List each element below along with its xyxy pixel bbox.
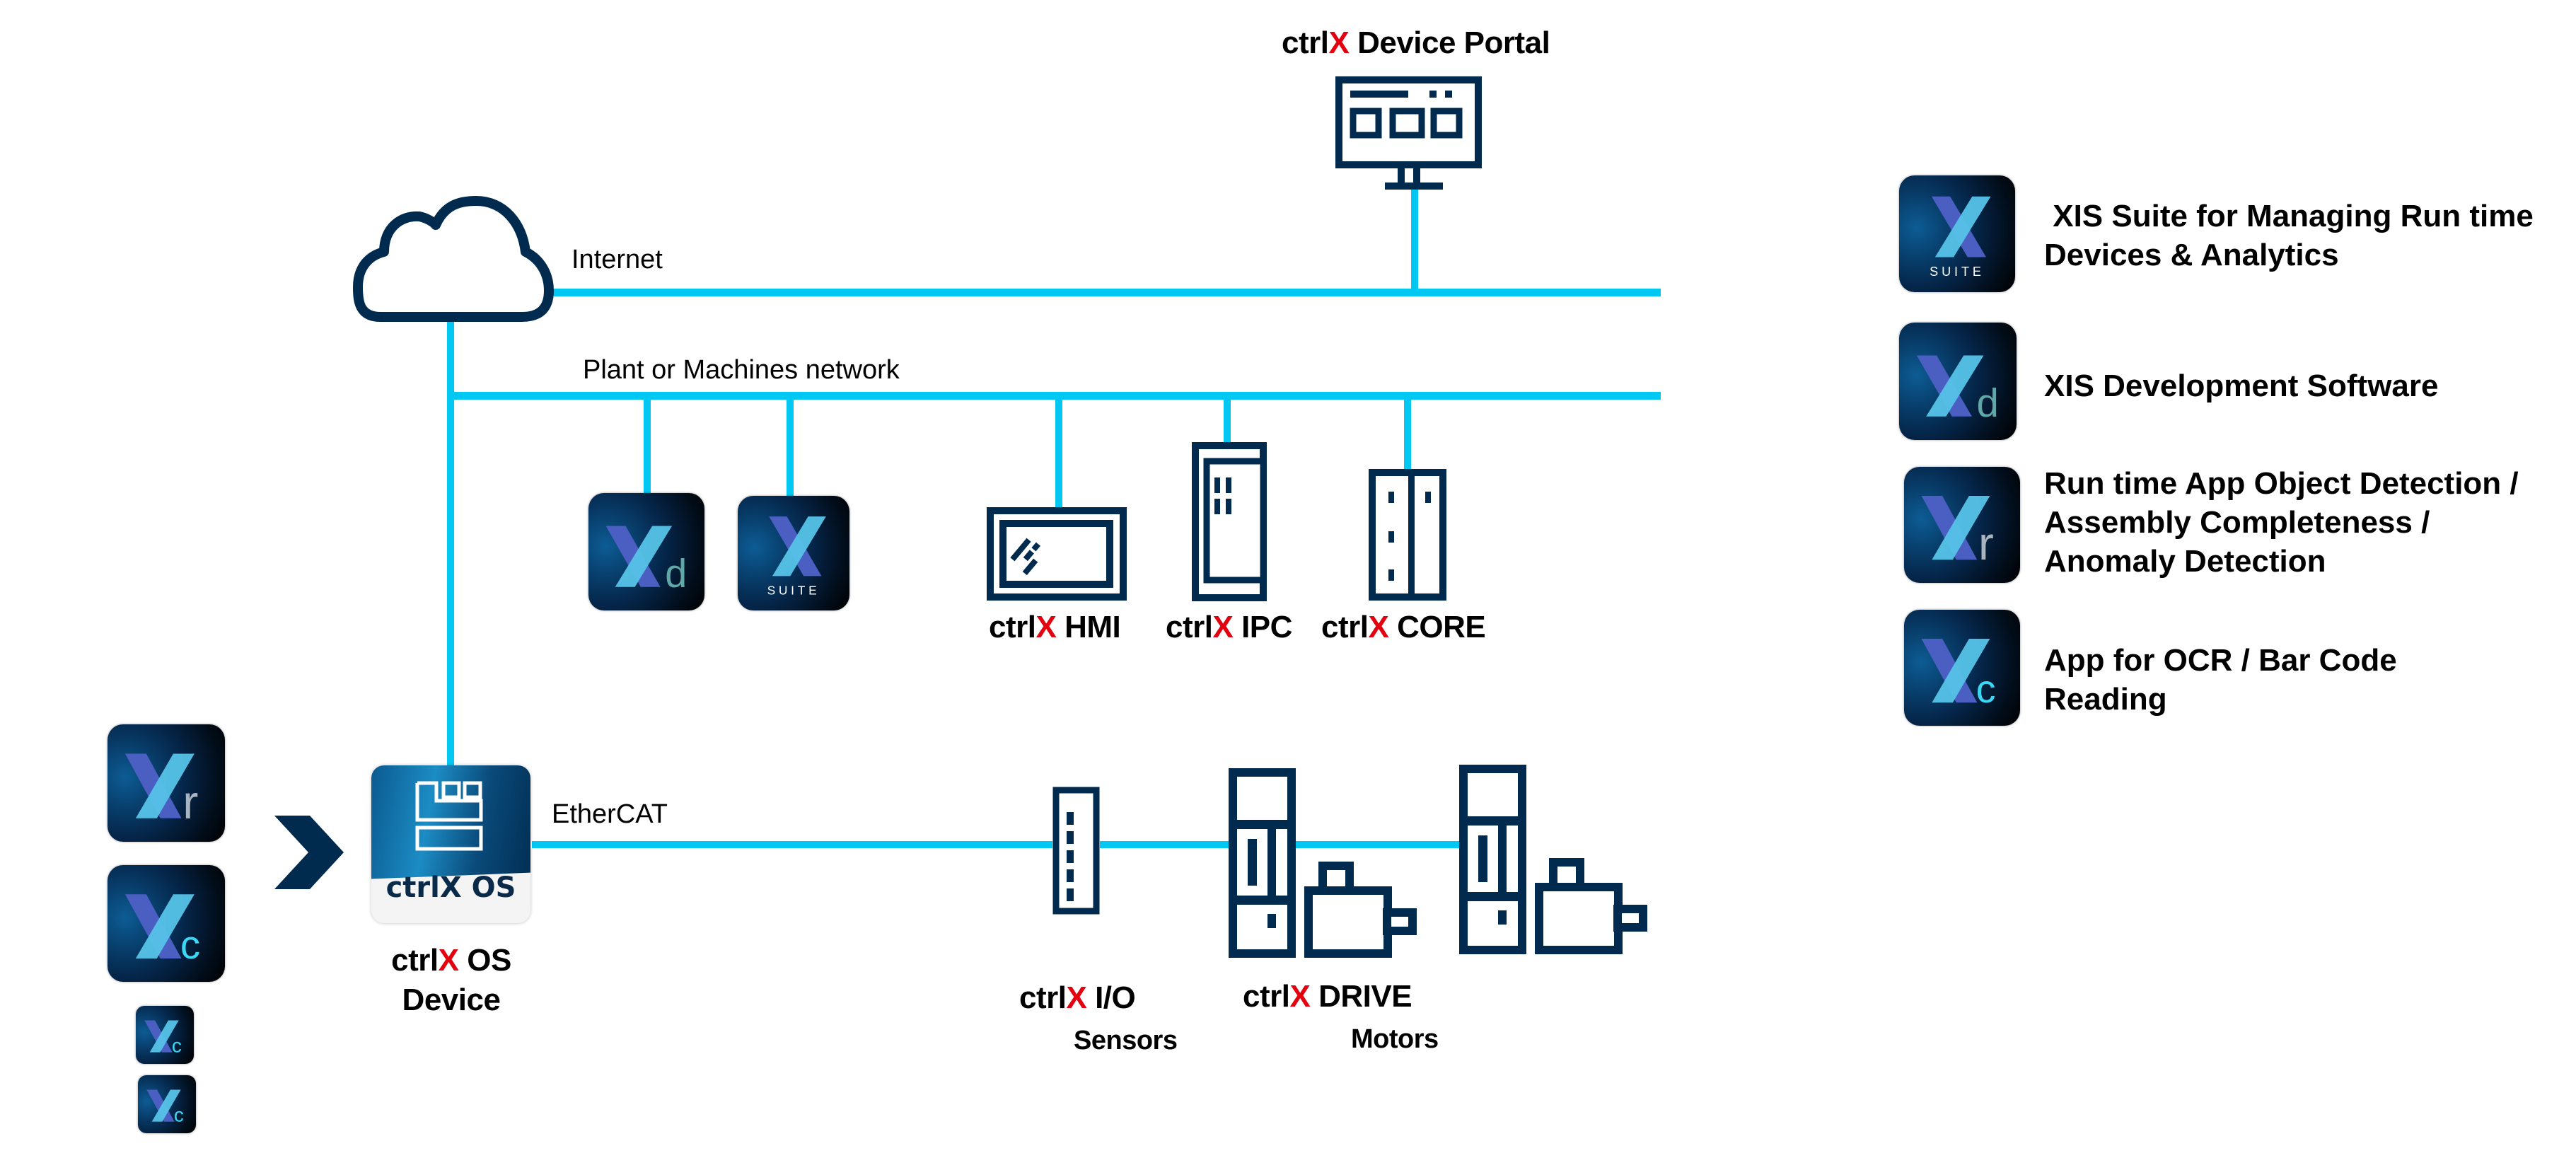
motor-icon-2[interactable] bbox=[1535, 858, 1648, 954]
legend-xd-icon: d bbox=[1899, 323, 2017, 440]
legend-xr-icon: r bbox=[1904, 467, 2020, 583]
svg-text:SUITE: SUITE bbox=[1930, 265, 1985, 279]
portal-drop-line bbox=[1411, 189, 1418, 292]
plant-network-line bbox=[451, 392, 1661, 400]
internet-label: Internet bbox=[572, 245, 663, 274]
ctrlx-os-logo-icon bbox=[415, 781, 483, 851]
xr-app-tile-left[interactable]: r bbox=[108, 724, 225, 842]
legend-suite-text: XIS Suite for Managing Run time Devices … bbox=[2044, 199, 2534, 272]
svg-text:c: c bbox=[1976, 667, 1996, 711]
core-drop-line bbox=[1404, 396, 1411, 474]
legend-xc-icon: c bbox=[1904, 610, 2020, 726]
xd-drop-line bbox=[644, 396, 651, 494]
suite-logo-icon: SUITE bbox=[1930, 196, 1991, 279]
legend-xr-text: Run time App Object Detection / Assembly… bbox=[2044, 466, 2519, 579]
svg-text:c: c bbox=[180, 922, 200, 967]
ctrlx-io-device-icon[interactable] bbox=[1052, 787, 1101, 915]
legend-xc-text: App for OCR / Bar Code Reading bbox=[2044, 643, 2397, 717]
plant-network-label: Plant or Machines network bbox=[583, 355, 900, 385]
xc-logo-icon: c bbox=[124, 894, 200, 967]
xc-logo-icon-small: c bbox=[146, 1089, 184, 1126]
ctrlx-ipc-label: ctrlX IPC bbox=[1166, 610, 1292, 644]
ethercat-line-1 bbox=[532, 841, 1052, 848]
xc-logo-icon: c bbox=[1921, 639, 1996, 711]
svg-text:d: d bbox=[1977, 381, 1999, 425]
motor-icon-1[interactable] bbox=[1304, 862, 1417, 958]
legend-suite-icon: SUITE bbox=[1899, 175, 2015, 292]
device-portal-title: ctrlX Device Portal bbox=[1282, 25, 1550, 60]
xc-app-tile-left[interactable]: c bbox=[108, 865, 225, 982]
ctrlx-core-label: ctrlX CORE bbox=[1321, 610, 1486, 644]
ctrlx-ipc-device-icon[interactable] bbox=[1192, 442, 1268, 601]
svg-text:r: r bbox=[1978, 518, 1994, 569]
legend-xd-text: XIS Development Software bbox=[2044, 369, 2439, 403]
ctrlx-io-label: ctrlX I/O bbox=[1019, 980, 1136, 1015]
xc-logo-icon-small: c bbox=[144, 1020, 182, 1057]
xr-logo-icon: r bbox=[1921, 496, 1994, 569]
suite-app-tile[interactable]: SUITE bbox=[738, 496, 849, 610]
ethercat-line-3 bbox=[1296, 841, 1459, 848]
cloud-to-os-vertical-line bbox=[447, 322, 454, 766]
ethercat-label: EtherCAT bbox=[552, 799, 668, 829]
hmi-drop-line bbox=[1055, 396, 1062, 509]
sensors-label: Sensors bbox=[1074, 1026, 1178, 1055]
ctrlx-os-device-tile[interactable]: ctrlX OS bbox=[371, 765, 530, 923]
ctrlx-hmi-device-icon[interactable] bbox=[987, 507, 1127, 601]
xd-logo-icon: d bbox=[605, 526, 687, 596]
ctrlx-drive-icon-2[interactable] bbox=[1459, 765, 1526, 954]
suite-drop-line bbox=[787, 396, 794, 496]
svg-text:c: c bbox=[172, 1035, 182, 1057]
xc-app-tile-small-2[interactable]: c bbox=[138, 1075, 196, 1133]
svg-text:r: r bbox=[182, 777, 198, 829]
ctrlx-hmi-label: ctrlX HMI bbox=[989, 610, 1121, 644]
ethercat-line-2 bbox=[1100, 841, 1229, 848]
ctrlx-os-tile-text: ctrlX OS bbox=[385, 871, 516, 904]
ctrlx-os-device-label: ctrlX OS Device bbox=[391, 943, 511, 1017]
ipc-drop-line bbox=[1224, 396, 1231, 446]
xr-logo-icon: r bbox=[124, 753, 198, 829]
ctrlx-drive-label: ctrlX DRIVE bbox=[1243, 979, 1412, 1014]
device-portal-monitor-icon[interactable] bbox=[1335, 76, 1484, 190]
cloud-icon bbox=[353, 196, 554, 322]
xd-app-tile[interactable]: d bbox=[588, 493, 704, 610]
ctrlx-drive-icon-1[interactable] bbox=[1229, 768, 1296, 958]
ctrlx-core-device-icon[interactable] bbox=[1369, 469, 1446, 601]
svg-text:SUITE: SUITE bbox=[767, 583, 820, 597]
svg-text:d: d bbox=[665, 550, 687, 595]
internet-line bbox=[552, 289, 1661, 296]
xc-app-tile-small-1[interactable]: c bbox=[136, 1006, 194, 1064]
suite-logo-icon: SUITE bbox=[767, 516, 826, 597]
xd-logo-icon: d bbox=[1916, 355, 1999, 425]
motors-label: Motors bbox=[1351, 1024, 1439, 1054]
chevron-right-icon bbox=[274, 816, 344, 889]
svg-text:c: c bbox=[174, 1104, 184, 1126]
